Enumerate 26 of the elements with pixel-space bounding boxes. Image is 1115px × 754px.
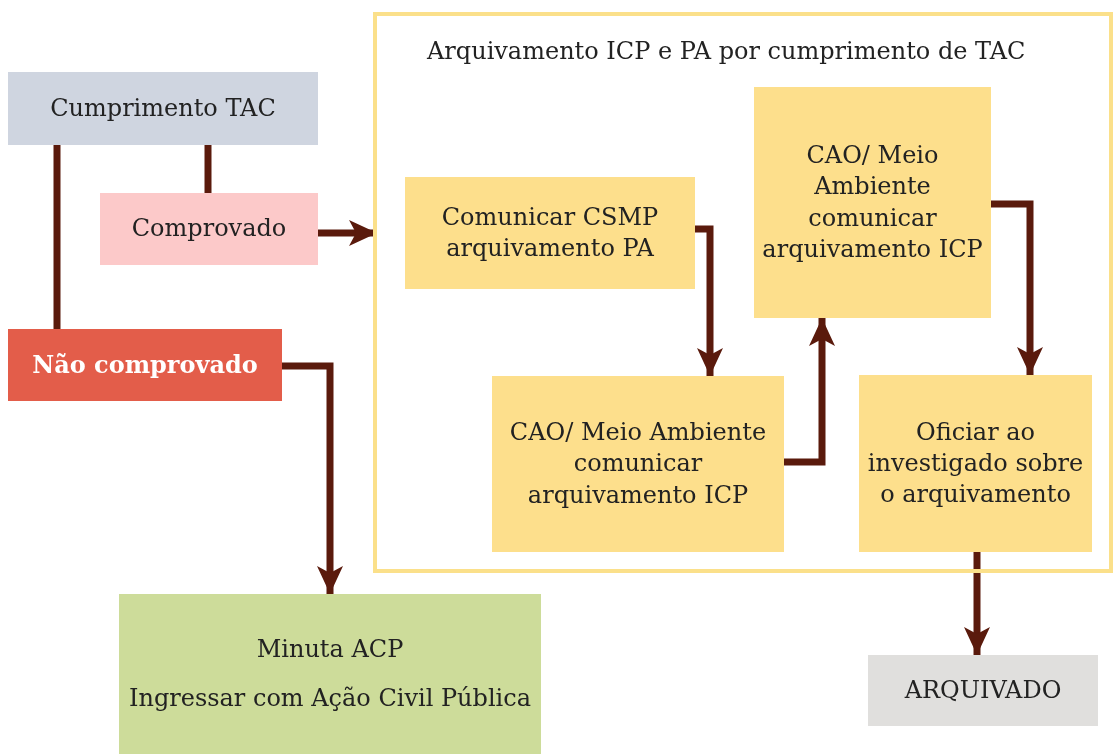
box-label: Oficiar ao investigado sobre o arquivamento bbox=[866, 416, 1085, 511]
arrow bbox=[964, 552, 990, 655]
group-container bbox=[373, 12, 1113, 573]
process-box bbox=[492, 376, 784, 552]
box-label: Não comprovado bbox=[31, 349, 259, 381]
process-box bbox=[859, 375, 1092, 552]
process-box bbox=[868, 655, 1098, 726]
arrow bbox=[784, 318, 835, 466]
process-box bbox=[119, 594, 541, 754]
box-label: ARQUIVADO bbox=[903, 674, 1063, 706]
box-label: CAO/ Meio Ambiente comunicar arquivamento ICP bbox=[508, 417, 768, 511]
box-label: CAO/ Meio Ambiente comunicar arquivamento ICP bbox=[761, 140, 984, 265]
process-box bbox=[405, 177, 695, 289]
process-box bbox=[8, 72, 318, 145]
process-box bbox=[100, 193, 318, 265]
arrow bbox=[282, 362, 343, 594]
group-title: Arquivamento ICP e PA por cumprimento de TAC bbox=[426, 36, 1027, 67]
process-box bbox=[8, 329, 282, 401]
box-text: Ingressar com Ação Civil Pública bbox=[127, 683, 533, 714]
process-box bbox=[754, 87, 991, 318]
box-label: Comunicar CSMP arquivamento PA bbox=[440, 201, 660, 264]
box-label: Cumprimento TAC bbox=[49, 92, 277, 124]
box-label: Comprovado bbox=[130, 213, 288, 245]
box-heading: Minuta ACP bbox=[255, 633, 405, 665]
arrow bbox=[991, 200, 1043, 375]
arrow bbox=[695, 225, 723, 376]
